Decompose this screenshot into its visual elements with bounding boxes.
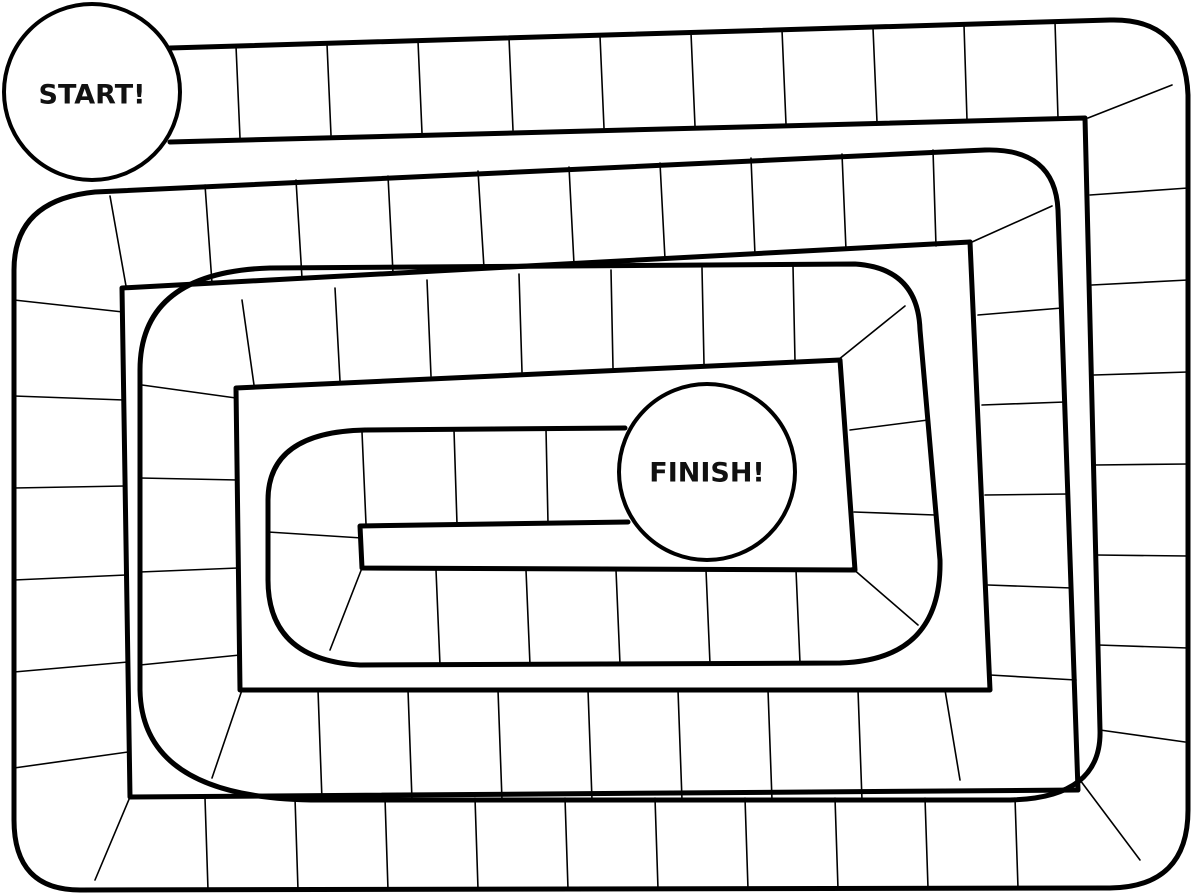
square-divider (963, 24, 968, 121)
square-divider (1097, 644, 1189, 649)
square-divider (94, 796, 131, 881)
square-divider (610, 269, 614, 369)
square-divider (981, 401, 1066, 406)
square-divider (13, 299, 124, 313)
square-divider (944, 689, 961, 781)
square-divider (837, 305, 906, 361)
square-divider (204, 184, 213, 284)
square-divider (139, 567, 239, 573)
third-wall (233, 239, 993, 693)
square-divider (204, 797, 209, 891)
square-divider (545, 428, 549, 524)
square-divider (361, 431, 367, 525)
square-divider (435, 569, 441, 666)
square-divider (853, 511, 936, 516)
square-divider (744, 797, 749, 890)
square-divider (13, 574, 127, 581)
square-divider (750, 157, 756, 256)
square-divider (426, 279, 432, 377)
square-divider (407, 689, 413, 801)
spiral-walls (11, 17, 1191, 893)
square-divider (781, 29, 787, 125)
square-divider (497, 689, 503, 801)
square-divider (987, 584, 1073, 589)
square-divider (384, 797, 389, 891)
square-divider (1054, 21, 1059, 119)
square-divider (984, 493, 1069, 496)
square-divider (13, 485, 126, 489)
square-divider (849, 419, 929, 431)
square-divider (241, 299, 255, 386)
square-divider (317, 689, 323, 801)
square-divider (834, 797, 839, 890)
square-divider (141, 384, 237, 399)
square-divider (701, 267, 705, 365)
square-divider (326, 43, 332, 136)
square-divider (795, 569, 801, 664)
square-divider (615, 569, 621, 665)
square-divider (977, 307, 1063, 316)
square-divider (334, 287, 341, 382)
square-divider (654, 797, 659, 890)
square-divider (1093, 371, 1189, 376)
square-divider (294, 797, 299, 891)
square-divider (924, 797, 929, 889)
square-divider (705, 569, 711, 665)
square-divider (1095, 554, 1189, 557)
square-divider (1014, 797, 1019, 889)
square-divider (690, 32, 696, 127)
square-divider (568, 166, 575, 265)
square-divider (1099, 729, 1186, 743)
square-divider (13, 751, 129, 769)
square-divider (767, 689, 773, 801)
start-space[interactable]: START! (2, 2, 182, 182)
square-divider (564, 797, 569, 890)
square-divider (508, 37, 514, 131)
square-divider (139, 654, 241, 666)
square-divider (295, 179, 303, 279)
square-divider (989, 674, 1077, 681)
square-divider (139, 477, 239, 481)
square-divider (677, 689, 683, 801)
square-divider (474, 797, 479, 890)
square-divider (267, 531, 363, 539)
square-divider (1089, 187, 1189, 196)
square-divider (1079, 779, 1141, 861)
square-divider (329, 567, 363, 651)
finish-label: FINISH! (649, 458, 765, 489)
square-divider (659, 162, 666, 260)
square-divider (1087, 84, 1173, 119)
finish-space[interactable]: FINISH! (617, 382, 797, 562)
second-wall (137, 115, 1103, 803)
square-divider (857, 689, 863, 801)
square-divider (1094, 463, 1189, 466)
finish-circle (617, 382, 797, 562)
square-divider (872, 27, 878, 123)
square-divider (518, 273, 523, 373)
square-divider (109, 195, 127, 287)
square-divider (587, 689, 593, 801)
square-divider (599, 35, 605, 129)
square-divider (932, 149, 937, 247)
square-divider (841, 153, 847, 251)
square-divider (387, 175, 394, 274)
square-divider (792, 265, 796, 362)
start-circle (2, 2, 182, 182)
square-divider (235, 45, 241, 139)
square-divider (851, 567, 919, 626)
square-divider (417, 40, 423, 134)
square-divider (477, 170, 485, 269)
square-divider (211, 689, 243, 779)
square-divider (13, 395, 125, 401)
square-divider (525, 569, 531, 666)
square-divider (453, 429, 458, 525)
square-dividers (13, 21, 1189, 891)
start-label: START! (39, 80, 146, 111)
square-divider (1091, 279, 1189, 286)
square-divider (13, 661, 129, 673)
outer-wall (11, 17, 1191, 893)
square-divider (971, 205, 1053, 243)
